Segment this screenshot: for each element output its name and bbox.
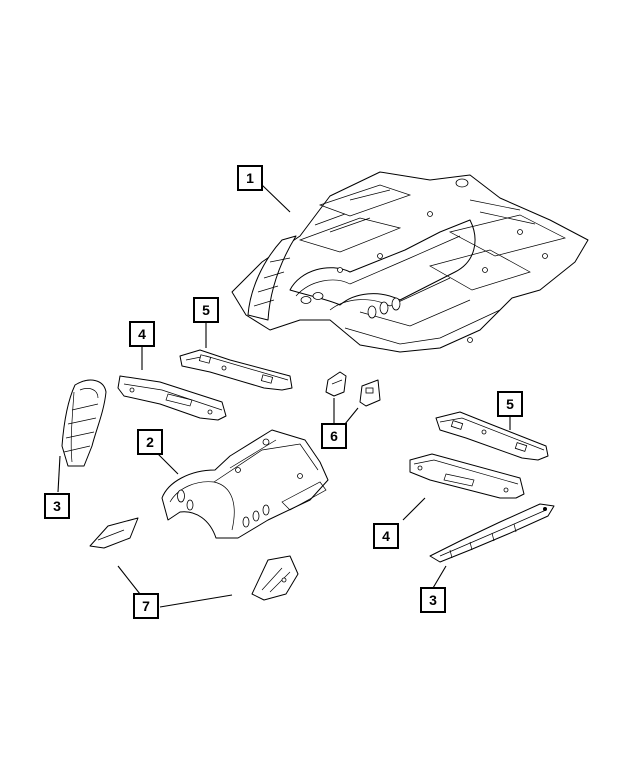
part-3-right-sill	[429, 503, 555, 563]
callout-4-left: 4	[129, 321, 155, 347]
callout-6: 6	[321, 423, 347, 449]
part-3-left-sill-extension	[61, 379, 107, 467]
callout-5-left-label: 5	[202, 302, 210, 318]
part-5-right-seat-crossmember	[435, 411, 549, 461]
callout-5-right: 5	[497, 391, 523, 417]
callout-2: 2	[137, 429, 163, 455]
part-6-brackets	[325, 371, 381, 407]
callout-2-label: 2	[146, 434, 154, 450]
callout-5-right-label: 5	[506, 396, 514, 412]
leader-lines	[57, 184, 511, 608]
part-1-floor-pan	[231, 171, 589, 353]
callout-6-label: 6	[330, 428, 338, 444]
callout-3-right-label: 3	[429, 592, 437, 608]
part-5-left-seat-crossmember	[179, 349, 293, 391]
part-7-tunnel-brackets	[89, 517, 299, 601]
leader-3-right	[432, 565, 447, 589]
callout-1: 1	[237, 165, 263, 191]
callout-4-right: 4	[373, 523, 399, 549]
callout-3-right: 3	[420, 587, 446, 613]
callout-4-right-label: 4	[382, 528, 390, 544]
callout-3-left: 3	[44, 493, 70, 519]
callout-3-left-label: 3	[53, 498, 61, 514]
leader-4-right	[402, 497, 426, 521]
callout-1-label: 1	[246, 170, 254, 186]
leader-6b	[344, 407, 359, 425]
callout-5-left: 5	[193, 297, 219, 323]
leader-7b	[159, 594, 233, 608]
callout-7: 7	[133, 593, 159, 619]
part-4-right-crossmember	[409, 453, 525, 499]
callout-7-label: 7	[142, 598, 150, 614]
leader-7a	[117, 565, 141, 595]
part-2-tunnel	[161, 429, 329, 539]
leader-3-left	[57, 455, 61, 493]
part-4-left-crossmember	[117, 375, 227, 421]
leader-1	[261, 184, 291, 213]
callout-4-left-label: 4	[138, 326, 146, 342]
